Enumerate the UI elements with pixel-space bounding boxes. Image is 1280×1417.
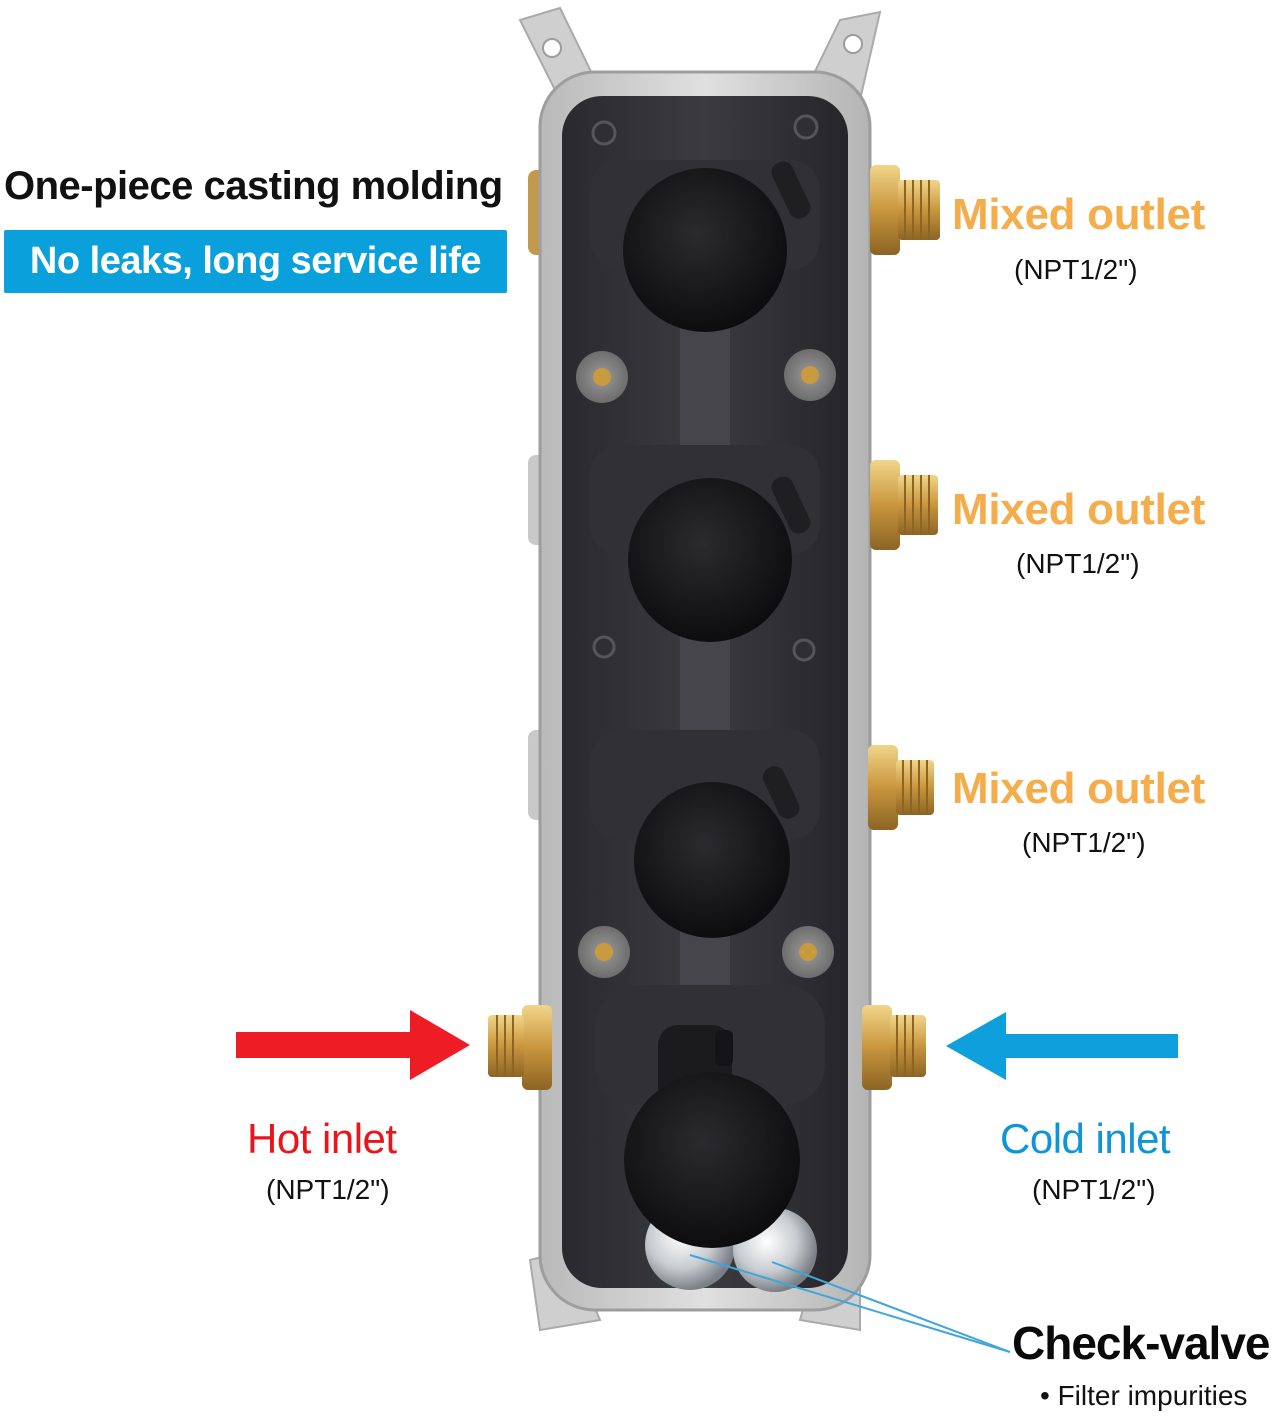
- thermostatic-knob: [595, 985, 825, 1292]
- outlet-3-spec: (NPT1/2"): [1022, 827, 1146, 858]
- valve-knob: [590, 730, 820, 938]
- valve-knob: [590, 445, 820, 642]
- brass-hot-inlet-fitting: [488, 1005, 552, 1090]
- check-valve-leader-line: [689, 1254, 1011, 1353]
- brass-outlet-fitting: [870, 460, 938, 550]
- hot-inlet-spec: (NPT1/2"): [266, 1174, 390, 1205]
- hot-inlet-arrow-icon: [236, 1010, 470, 1080]
- check-valve-note: • Filter impurities: [1040, 1380, 1248, 1411]
- outlet-2-spec: (NPT1/2"): [1016, 548, 1140, 579]
- cold-inlet-arrow-icon: [946, 1012, 1178, 1080]
- feature-badge: No leaks, long service life: [4, 230, 507, 293]
- hot-inlet-title: Hot inlet: [247, 1115, 397, 1162]
- valve-knob: [590, 160, 820, 332]
- brass-outlet-fitting: [868, 745, 934, 830]
- cold-inlet-title: Cold inlet: [1000, 1115, 1171, 1162]
- brass-cold-inlet-fitting: [862, 1005, 926, 1090]
- outlet-1-title: Mixed outlet: [952, 190, 1206, 239]
- cold-inlet-spec: (NPT1/2"): [1032, 1174, 1156, 1205]
- feature-badge-text: No leaks, long service life: [29, 240, 482, 282]
- outlet-3-title: Mixed outlet: [952, 764, 1206, 813]
- outlet-2-title: Mixed outlet: [952, 485, 1206, 534]
- outlet-1-spec: (NPT1/2"): [1014, 254, 1138, 285]
- brass-outlet-fitting: [870, 165, 940, 255]
- headline: One-piece casting molding: [4, 164, 503, 208]
- check-valve-title: Check-valve: [1012, 1317, 1270, 1369]
